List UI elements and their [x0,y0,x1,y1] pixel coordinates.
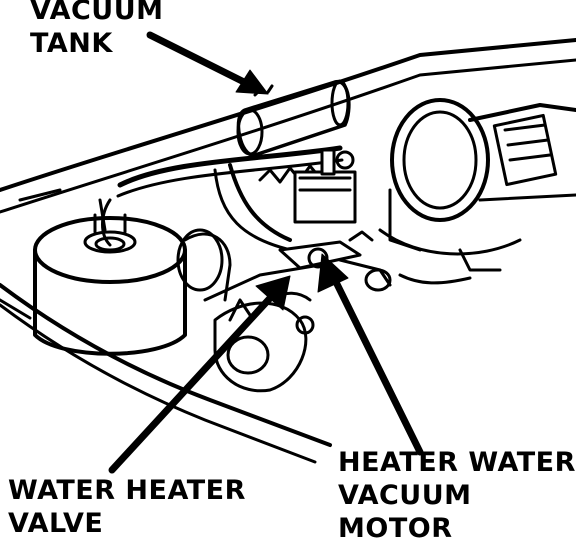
water-heater-valve-label-line-1: WATER HEATER [8,475,246,506]
heater-water-vacuum-motor-label-line-1: HEATER WATER [338,447,576,478]
heater-valve-assembly [278,230,472,292]
vacuum-tank-label-line-2: TANK [30,28,113,59]
air-cleaner [33,198,187,356]
water-heater-valve-label-line-2: VALVE [8,508,104,538]
relay-box [293,148,357,224]
leader-arrows [108,31,424,474]
engine-block [176,228,322,393]
hood-outline [0,38,576,214]
heater-water-vacuum-motor-label-line-2: VACUUM [338,480,472,511]
hose-bundle [101,145,344,254]
heater-water-vacuum-motor-label-line-3: MOTOR [338,513,453,538]
brake-booster [378,98,576,272]
fender-outline [0,283,332,464]
heater-water-vacuum-motor-label: HEATER WATER VACUUM MOTOR [338,446,576,538]
water-heater-valve-label: WATER HEATER VALVE [8,474,246,538]
vacuum-tank-label-line-1: VACUUM [30,0,164,26]
vacuum-tank-label: VACUUM TANK [30,0,164,60]
